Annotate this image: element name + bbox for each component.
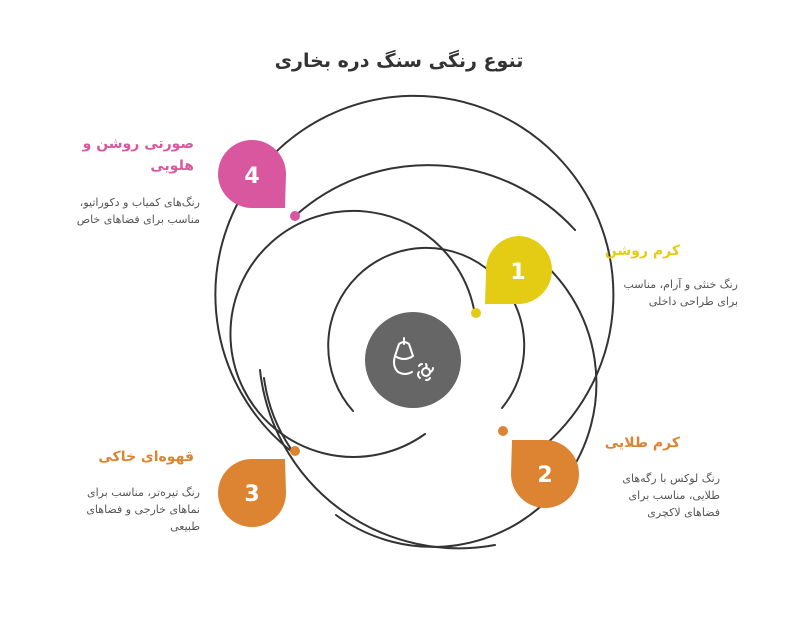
ring-arc-6 <box>294 164 576 231</box>
step-badge-4: 4 <box>218 140 286 208</box>
step-label-3: قهوه‌ای خاکی <box>98 449 194 465</box>
step-label-2: کرم طلایی <box>604 435 680 451</box>
step-desc-4-line-2: مناسب برای فضاهای خاص <box>76 213 200 226</box>
ring-arc-4 <box>263 377 292 450</box>
step-label-1: کرم روشن <box>604 243 680 259</box>
step-desc-2-line-1: رنگ لوکس با رگه‌های <box>622 472 720 485</box>
step-desc-3: رنگ تیره‌تر، مناسب برای نماهای خارجی و ف… <box>50 484 200 535</box>
step-desc-3-line-1: رنگ تیره‌تر، مناسب برای <box>87 486 200 499</box>
step-badge-2: 2 <box>511 440 579 508</box>
ring-arc-2 <box>229 209 476 458</box>
step-desc-2-line-3: فضاهای لاکچری <box>647 506 720 519</box>
connector-dot-1 <box>471 308 481 318</box>
step-number-3: 3 <box>244 482 259 507</box>
step-label-4: صورتی روشن و هلویی <box>60 133 194 177</box>
step-desc-1: رنگ خنثی و آرام، مناسب برای طراحی داخلی <box>590 276 739 310</box>
step-number-2: 2 <box>537 463 552 488</box>
step-label-4-line-2: هلویی <box>150 158 194 174</box>
connector-dot-2 <box>498 426 508 436</box>
step-desc-3-line-2: نماهای خارجی و فضاهای <box>86 503 200 516</box>
brush-flower-icon <box>393 337 434 382</box>
step-desc-4-line-1: رنگ‌های کمیاب و دکوراتیو، <box>79 196 200 209</box>
step-number-1: 1 <box>510 260 525 285</box>
step-label-4-line-1: صورتی روشن و <box>82 136 194 152</box>
center-circle <box>365 312 461 408</box>
ring-arc-1 <box>327 246 526 412</box>
connector-dot-3 <box>290 446 300 456</box>
connector-dot-4 <box>290 211 300 221</box>
step-number-4: 4 <box>244 164 259 189</box>
page-title: تنوع رنگی سنگ دره بخاری <box>274 50 524 72</box>
step-desc-3-line-3: طبیعی <box>170 520 200 533</box>
step-desc-2-line-2: طلایی، مناسب برای <box>628 489 720 502</box>
step-desc-1-line-1: رنگ خنثی و آرام، مناسب <box>623 278 739 291</box>
step-badge-1: 1 <box>485 236 552 304</box>
ring-arc-5 <box>214 94 615 452</box>
ring-arc-8 <box>259 369 496 550</box>
step-desc-2: رنگ لوکس با رگه‌های طلایی، مناسب برای فض… <box>590 470 720 521</box>
step-desc-4: رنگ‌های کمیاب و دکوراتیو، مناسب برای فضا… <box>40 194 200 228</box>
step-desc-1-line-2: برای طراحی داخلی <box>648 295 738 308</box>
step-badge-3: 3 <box>218 459 286 527</box>
